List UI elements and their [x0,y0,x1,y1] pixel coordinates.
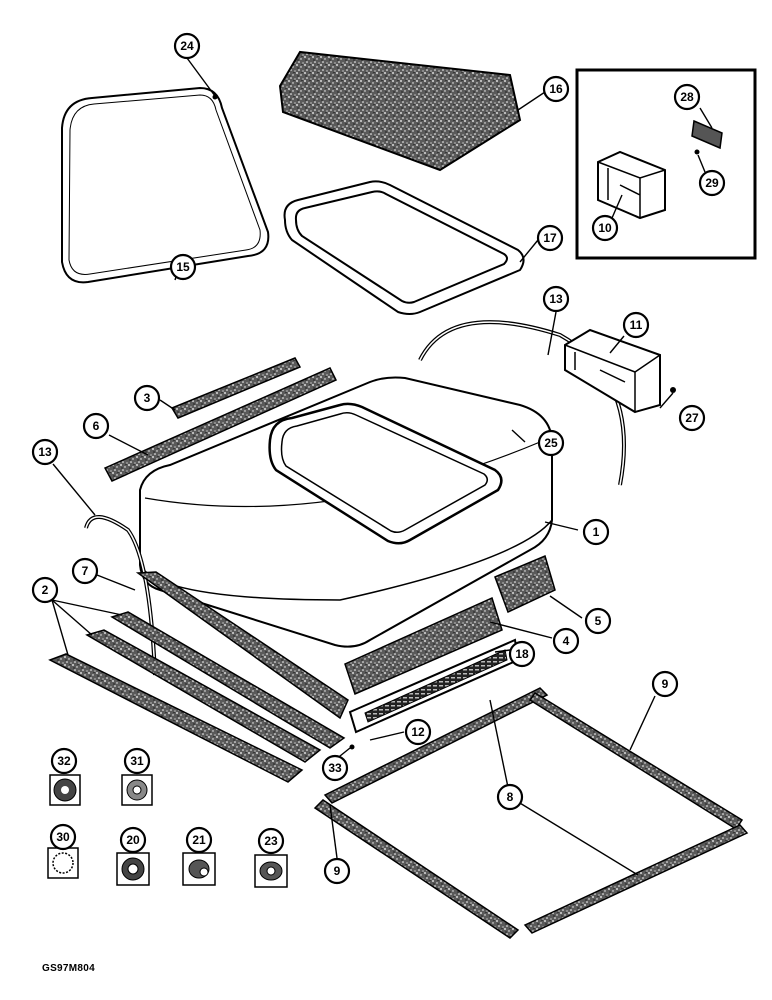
drawing-code-label: GS97M804 [42,963,95,974]
svg-text:11: 11 [630,318,643,332]
callout-1: 1 [582,518,610,546]
callout-20: 20 [119,826,147,854]
callout-29: 29 [698,169,726,197]
callout-6: 6 [82,412,110,440]
grommet-23 [254,854,288,888]
svg-text:23: 23 [264,834,278,848]
callout-16: 16 [542,75,570,103]
svg-text:3: 3 [144,391,151,405]
svg-text:30: 30 [56,830,70,844]
screw-part [212,94,218,100]
svg-text:15: 15 [176,260,190,274]
callout-13-left: 13 [31,438,59,466]
insulation-strip-7 [135,571,349,720]
front-pad-5 [494,554,556,614]
svg-text:4: 4 [563,634,570,648]
callout-9-lower: 9 [323,857,351,885]
callout-9: 9 [651,670,679,698]
insulation-strip-3 [170,357,302,419]
callout-13: 13 [542,285,570,313]
window-seal [283,180,525,315]
svg-text:7: 7 [82,564,89,578]
callout-10: 10 [591,214,619,242]
svg-text:16: 16 [549,82,563,96]
callout-27: 27 [678,404,706,432]
svg-text:28: 28 [680,90,694,104]
grommet-20 [116,852,150,886]
svg-text:18: 18 [515,647,529,661]
svg-text:24: 24 [180,39,194,53]
front-pad-4 [344,596,503,696]
insulation-strip-2b [85,629,322,763]
svg-text:27: 27 [685,411,699,425]
callout-21: 21 [185,826,213,854]
screw-27 [670,387,676,393]
callouts: 24 16 28 29 10 15 17 13 11 27 3 25 6 13 … [31,32,726,885]
callout-31: 31 [123,747,151,775]
duct-bracket-part [597,150,666,220]
callout-5: 5 [584,607,612,635]
callout-17: 17 [536,224,564,252]
clip-part [691,119,723,150]
grommet-31 [121,774,153,806]
insulation-strip-2c [48,653,304,783]
svg-text:29: 29 [705,176,719,190]
svg-text:10: 10 [598,221,612,235]
svg-text:33: 33 [328,761,342,775]
svg-text:1: 1 [593,525,600,539]
svg-text:20: 20 [126,833,140,847]
callout-30: 30 [49,823,77,851]
callout-25: 25 [537,429,565,457]
callout-15: 15 [169,253,197,281]
svg-text:17: 17 [543,231,557,245]
svg-text:32: 32 [57,754,71,768]
svg-text:31: 31 [130,754,144,768]
callout-4: 4 [552,627,580,655]
vent-grille [348,638,520,734]
insulation-strip-6 [103,367,338,482]
callout-8: 8 [496,783,524,811]
svg-text:8: 8 [507,790,514,804]
callout-32: 32 [50,747,78,775]
screw-33 [349,744,355,750]
svg-text:9: 9 [334,864,341,878]
callout-12: 12 [404,718,432,746]
svg-text:6: 6 [93,419,100,433]
callout-28: 28 [673,83,701,111]
callout-24: 24 [173,32,201,60]
svg-text:12: 12 [411,725,425,739]
svg-text:21: 21 [192,833,206,847]
svg-text:9: 9 [662,677,669,691]
insulation-strip-2a [110,611,346,749]
duct-bracket [564,328,661,414]
callout-2: 2 [31,576,59,604]
callout-23: 23 [257,827,285,855]
callout-33: 33 [321,754,349,782]
svg-text:2: 2 [42,583,49,597]
svg-text:5: 5 [595,614,602,628]
plug-30 [47,847,79,879]
callout-18: 18 [508,640,536,668]
insulation-pad [278,50,522,172]
callout-3: 3 [133,384,161,412]
roof-shell [139,376,553,648]
rivet-part [694,149,700,155]
svg-text:13: 13 [38,445,52,459]
grommet-32 [49,774,81,806]
headliner-panel [61,86,270,284]
svg-text:25: 25 [544,436,558,450]
callout-11: 11 [622,311,650,339]
callout-7: 7 [71,557,99,585]
svg-text:13: 13 [549,292,563,306]
floor-frame [313,687,749,939]
leader-lines [51,57,713,876]
grommet-21 [182,852,216,886]
